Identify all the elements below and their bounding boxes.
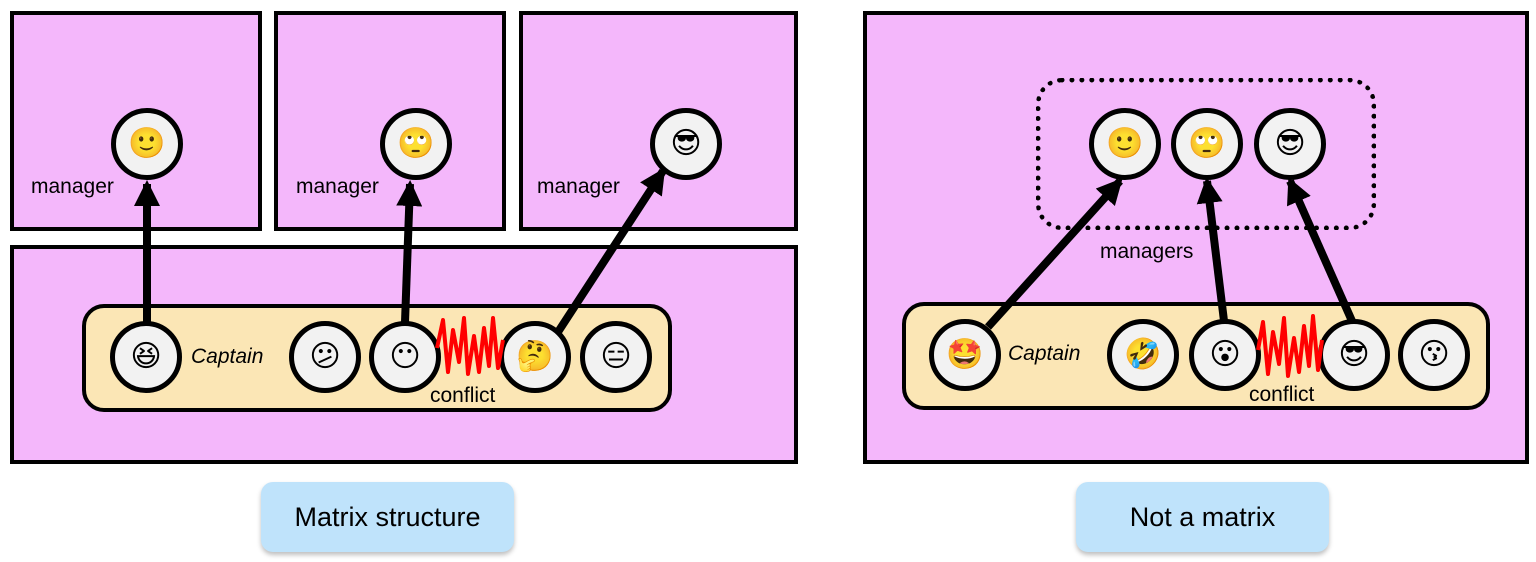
right-conflict-label: conflict bbox=[1249, 383, 1315, 406]
right-member-4-face-icon: 😎 bbox=[1318, 319, 1390, 391]
right-member-2-face-icon: 🤣 bbox=[1107, 319, 1179, 391]
captain-label: Captain bbox=[191, 345, 264, 368]
member-2-face-icon: 😕 bbox=[289, 321, 361, 393]
captain-face-icon: 😆 bbox=[110, 321, 182, 393]
right-manager-1-face-icon: 🙂 bbox=[1089, 108, 1161, 180]
member-3-face-icon: 😶 bbox=[369, 321, 441, 393]
caption-not-a-matrix: Not a matrix bbox=[1076, 482, 1329, 552]
right-manager-3-face-icon: 😎 bbox=[1254, 108, 1326, 180]
right-member-3-face-icon: 😮 bbox=[1189, 319, 1261, 391]
manager-2-face-icon: 🙄 bbox=[380, 108, 452, 180]
right-manager-2-face-icon: 🙄 bbox=[1171, 108, 1243, 180]
caption-matrix-structure: Matrix structure bbox=[261, 482, 514, 552]
manager-3-face-icon: 😎 bbox=[650, 108, 722, 180]
managers-label: managers bbox=[1100, 240, 1194, 263]
manager-3-label: manager bbox=[537, 175, 620, 198]
right-captain-face-icon: 🤩 bbox=[929, 319, 1001, 391]
conflict-label: conflict bbox=[430, 384, 496, 407]
member-4-face-icon: 🤔 bbox=[499, 321, 571, 393]
manager-1-label: manager bbox=[31, 175, 114, 198]
manager-2-label: manager bbox=[296, 175, 379, 198]
member-5-face-icon: 😑 bbox=[580, 321, 652, 393]
right-captain-label: Captain bbox=[1008, 342, 1081, 365]
right-member-5-face-icon: 😗 bbox=[1398, 319, 1470, 391]
manager-1-face-icon: 🙂 bbox=[111, 108, 183, 180]
